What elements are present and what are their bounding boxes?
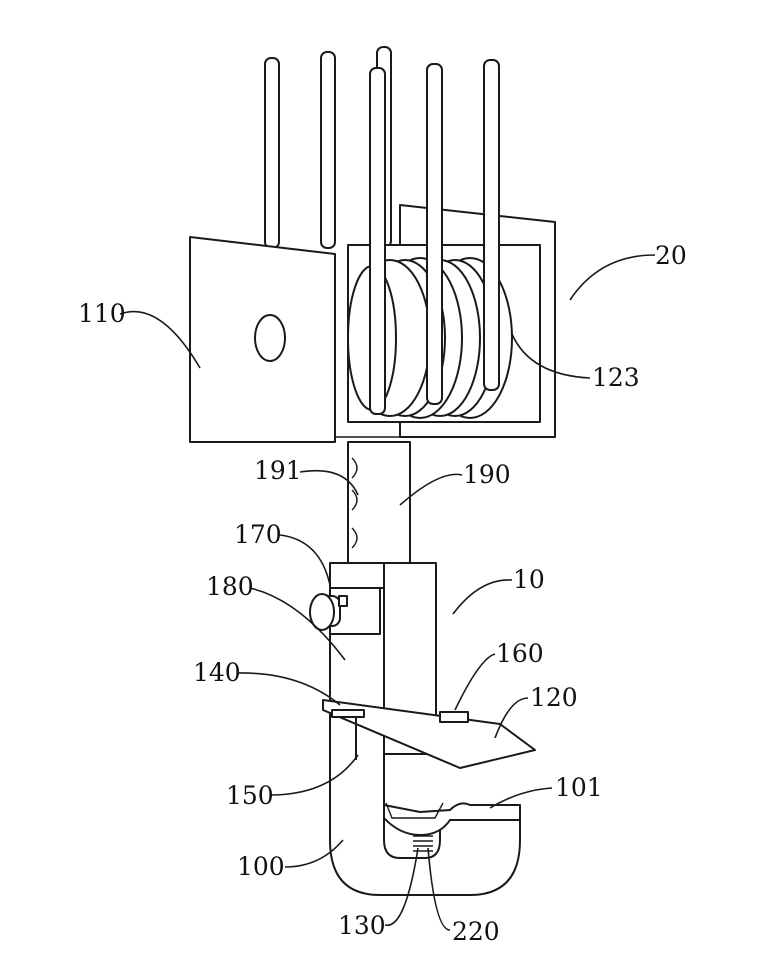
mounting-plate-110 <box>189 236 555 443</box>
rod-1 <box>264 57 280 249</box>
spring-130 <box>413 835 433 852</box>
callouts: 20 110 123 191 190 170 10 180 160 140 12… <box>78 241 687 946</box>
callout-190: 190 <box>463 460 511 489</box>
lever-120 <box>322 699 536 769</box>
front-rods <box>369 59 500 415</box>
rod-4 <box>369 67 386 415</box>
callout-160: 160 <box>496 639 544 668</box>
rod-6 <box>483 59 500 391</box>
rod-2 <box>320 51 336 249</box>
hole-191-a <box>351 457 358 479</box>
callout-220: 220 <box>452 917 500 946</box>
callout-140: 140 <box>193 658 241 687</box>
rod-5 <box>426 63 443 405</box>
jaw-101 <box>383 802 521 852</box>
mounting-hole <box>254 314 286 362</box>
slot-160 <box>439 711 469 723</box>
hole-191-b <box>351 489 358 511</box>
callout-100: 100 <box>237 852 285 881</box>
sleeve-top <box>329 562 385 589</box>
callout-120: 120 <box>530 683 578 712</box>
sleeve-180 <box>383 562 437 730</box>
hole-191-c <box>351 527 358 549</box>
callout-191: 191 <box>254 456 302 485</box>
knob-170 <box>309 587 381 635</box>
callout-20: 20 <box>655 241 687 270</box>
callout-123: 123 <box>592 363 640 392</box>
callout-150: 150 <box>226 781 274 810</box>
leader-lines <box>119 254 656 931</box>
callout-101: 101 <box>555 773 603 802</box>
callout-180: 180 <box>206 572 254 601</box>
guide-140 <box>331 709 365 718</box>
callout-10: 10 <box>513 565 545 594</box>
callout-170: 170 <box>234 520 282 549</box>
callout-110: 110 <box>78 299 126 328</box>
shaft-190 <box>347 441 411 565</box>
callout-130: 130 <box>338 911 386 940</box>
